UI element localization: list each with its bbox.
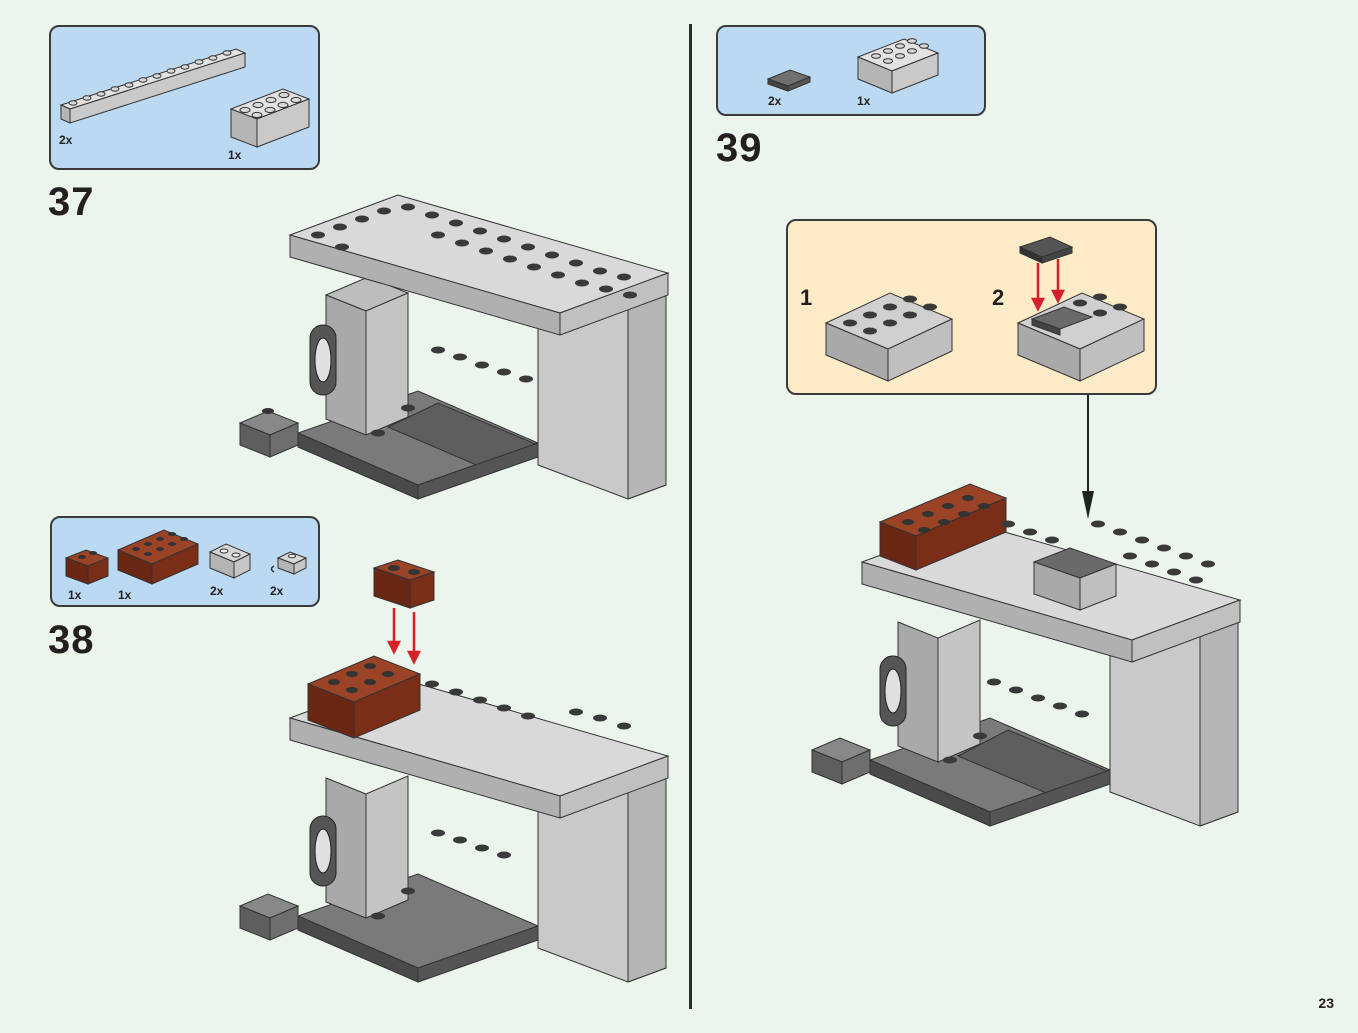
part-qty: 2x xyxy=(59,133,73,147)
substep-1-brick-2x4-icon xyxy=(824,292,954,382)
brick-2x4-reddish-brown-icon xyxy=(116,529,200,585)
step-39-parts-box: 2x 1x xyxy=(716,25,986,116)
part-qty: 1x xyxy=(228,148,242,162)
substep-number: 2 xyxy=(992,285,1005,310)
part-qty: 2x xyxy=(210,584,224,598)
column-divider xyxy=(689,24,692,1009)
step-number: 37 xyxy=(48,180,95,224)
step-37-model-illustration xyxy=(238,194,670,500)
step-number: 39 xyxy=(716,126,763,170)
part-qty: 2x xyxy=(270,584,284,598)
sub-assembly-callout: 1 2 xyxy=(786,219,1157,395)
part-qty: 1x xyxy=(118,588,132,602)
callout-pointer-arrow-icon xyxy=(1082,395,1094,519)
brick-2x4-light-gray-icon xyxy=(856,38,940,94)
part-qty: 1x xyxy=(68,588,82,602)
part-qty: 1x xyxy=(857,94,871,108)
plate-1x12-light-gray-icon xyxy=(59,48,247,124)
brick-2x4-light-gray-icon xyxy=(229,88,311,148)
page-number: 23 xyxy=(1318,995,1334,1011)
step-39-model-illustration xyxy=(810,483,1242,827)
part-qty: 2x xyxy=(768,94,782,108)
step-38-parts-box: 1x 1x 2x 2x xyxy=(50,516,320,607)
substep-number: 1 xyxy=(800,285,813,310)
tile-1x2-dark-gray-icon xyxy=(766,69,812,92)
placement-arrow-icon xyxy=(386,608,422,665)
clip-plate-light-gray-icon xyxy=(270,551,308,575)
brick-corner-light-gray-icon xyxy=(208,543,252,579)
brick-1x2-reddish-brown-icon xyxy=(64,549,110,585)
substep-2-brick-with-tile-icon xyxy=(1016,236,1146,382)
step-38-model-illustration xyxy=(238,559,670,983)
placement-arrow-icon xyxy=(1030,259,1066,312)
step-37-parts-box: 2x 1x xyxy=(49,25,320,170)
step-number: 38 xyxy=(48,618,95,662)
